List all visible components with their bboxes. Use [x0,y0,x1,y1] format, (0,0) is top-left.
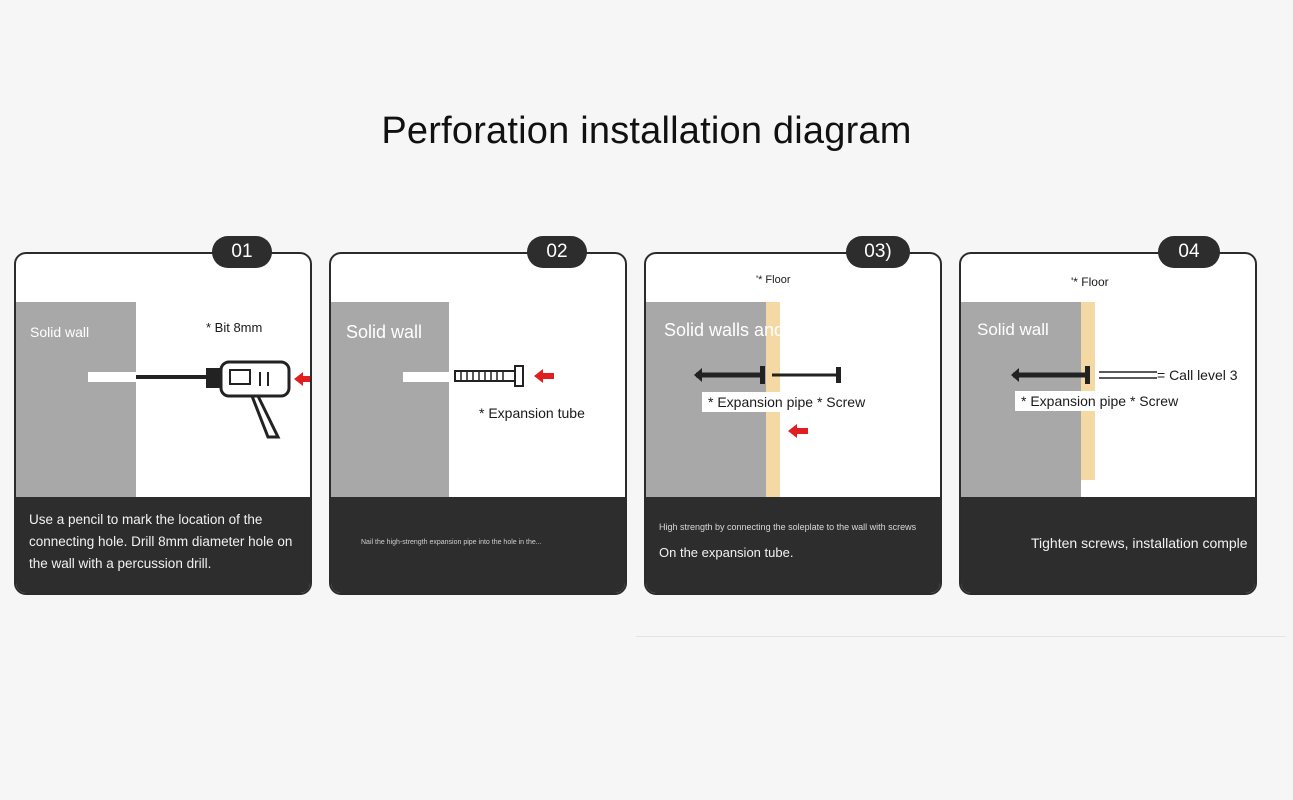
divider-line [636,636,1286,637]
step-2-caption: Nail the high-strength expansion pipe in… [331,497,625,593]
wall-label: Solid walls and [664,320,785,340]
caption-line: connecting hole. Drill 8mm diameter hole… [29,534,293,549]
installed-screw-icon [1011,366,1157,384]
step-4-panel: '* Floor Solid wall = Call level 3 * Exp… [959,252,1257,595]
red-arrow-icon [294,372,310,386]
level-callout: = Call level 3 [1157,367,1238,383]
step-1-caption: Use a pencil to mark the location of the… [16,497,310,593]
caption-line: Nail the high-strength expansion pipe in… [361,539,542,546]
step-4-badge: 04 [1158,236,1220,268]
red-arrow-icon [534,369,554,383]
drilled-hole [403,372,453,382]
wall-label: Solid wall [30,324,90,340]
caption-line: Tighten screws, installation comple [1031,535,1248,551]
wall-label: Solid wall [977,320,1049,339]
wall-label: Solid wall [346,322,423,342]
page-title: Perforation installation diagram [381,110,912,152]
caption-line: the wall with a percussion drill. [29,556,212,571]
drill-icon [136,360,291,439]
bit-callout: * Bit 8mm [206,320,263,335]
caption-line: On the expansion tube. [659,545,794,560]
step-3-panel: '* Floor Solid walls and * Expansion pip… [644,252,942,595]
floor-label: '* Floor [756,274,791,286]
expansion-tube-icon [454,365,524,387]
tube-callout: * Expansion tube [479,405,585,421]
step-1-badge: 01 [212,236,272,268]
step-2-badge: 02 [527,236,587,268]
floor-label: '* Floor [1071,275,1109,289]
solid-wall [16,302,136,502]
parts-callout: * Expansion pipe * Screw [1015,391,1185,411]
red-arrow-icon [788,424,808,438]
anchor-and-screw-icon [694,366,841,384]
step-1-panel: Solid wall * Bit 8mm Use a pencil to mar… [14,252,312,595]
step-3-badge: 03) [846,236,910,268]
step-2-panel: Solid wall * Expansion tube Nail the hig… [329,252,627,595]
drilled-hole [88,372,138,382]
step-4-caption: Tighten screws, installation comple [961,497,1255,593]
step-3-caption: High strength by connecting the soleplat… [646,497,940,593]
parts-callout: * Expansion pipe * Screw [702,392,872,412]
caption-line: Use a pencil to mark the location of the [29,512,263,527]
caption-line: High strength by connecting the soleplat… [659,522,917,532]
solid-wall [331,302,449,502]
